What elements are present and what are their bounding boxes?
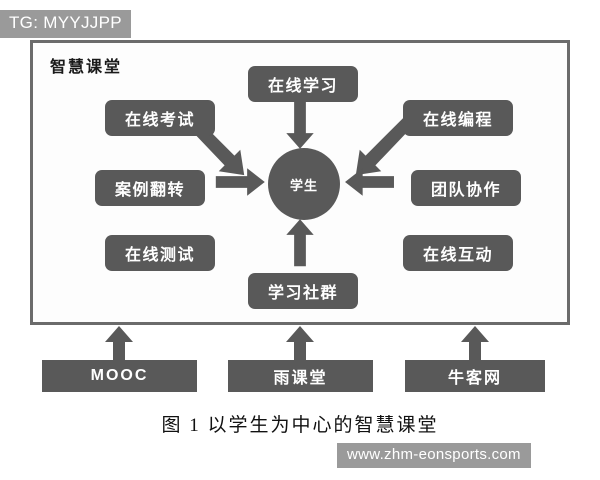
watermark-bottom-right: www.zhm-eonsports.com — [337, 443, 531, 468]
figure-caption: 图 1 以学生为中心的智慧课堂 — [161, 415, 439, 436]
platform-arrow-layer — [105, 326, 489, 362]
arrow-bottom-up — [286, 219, 314, 267]
node-online-interaction[interactable]: 在线互动 — [403, 235, 513, 271]
platform-mooc[interactable]: MOOC — [42, 360, 197, 392]
node-online-learning[interactable]: 在线学习 — [248, 66, 358, 102]
arrow-mooc-up — [105, 326, 133, 362]
center-node-student[interactable]: 学生 — [268, 148, 340, 220]
node-case-flip[interactable]: 案例翻转 — [95, 170, 205, 206]
arrow-nowcoder-up — [461, 326, 489, 362]
arrow-right-left — [345, 168, 394, 196]
frame-title: 智慧课堂 — [50, 59, 123, 76]
arrow-top-down — [286, 101, 314, 149]
node-online-test[interactable]: 在线测试 — [105, 235, 215, 271]
arrow-left-right — [215, 168, 265, 196]
platform-nowcoder[interactable]: 牛客网 — [405, 360, 545, 392]
node-online-exam[interactable]: 在线考试 — [105, 100, 215, 136]
node-online-coding[interactable]: 在线编程 — [403, 100, 513, 136]
node-team-collaboration[interactable]: 团队协作 — [411, 170, 521, 206]
smart-classroom-frame: 智慧课堂 在线学习 在线考试 在线编程 案例翻转 团队协作 在线测试 在线 — [30, 40, 570, 325]
arrow-rain-up — [286, 326, 314, 362]
watermark-top-left: TG: MYYJJPP — [0, 10, 131, 38]
platform-rain-classroom[interactable]: 雨课堂 — [228, 360, 373, 392]
node-learning-community[interactable]: 学习社群 — [248, 273, 358, 309]
